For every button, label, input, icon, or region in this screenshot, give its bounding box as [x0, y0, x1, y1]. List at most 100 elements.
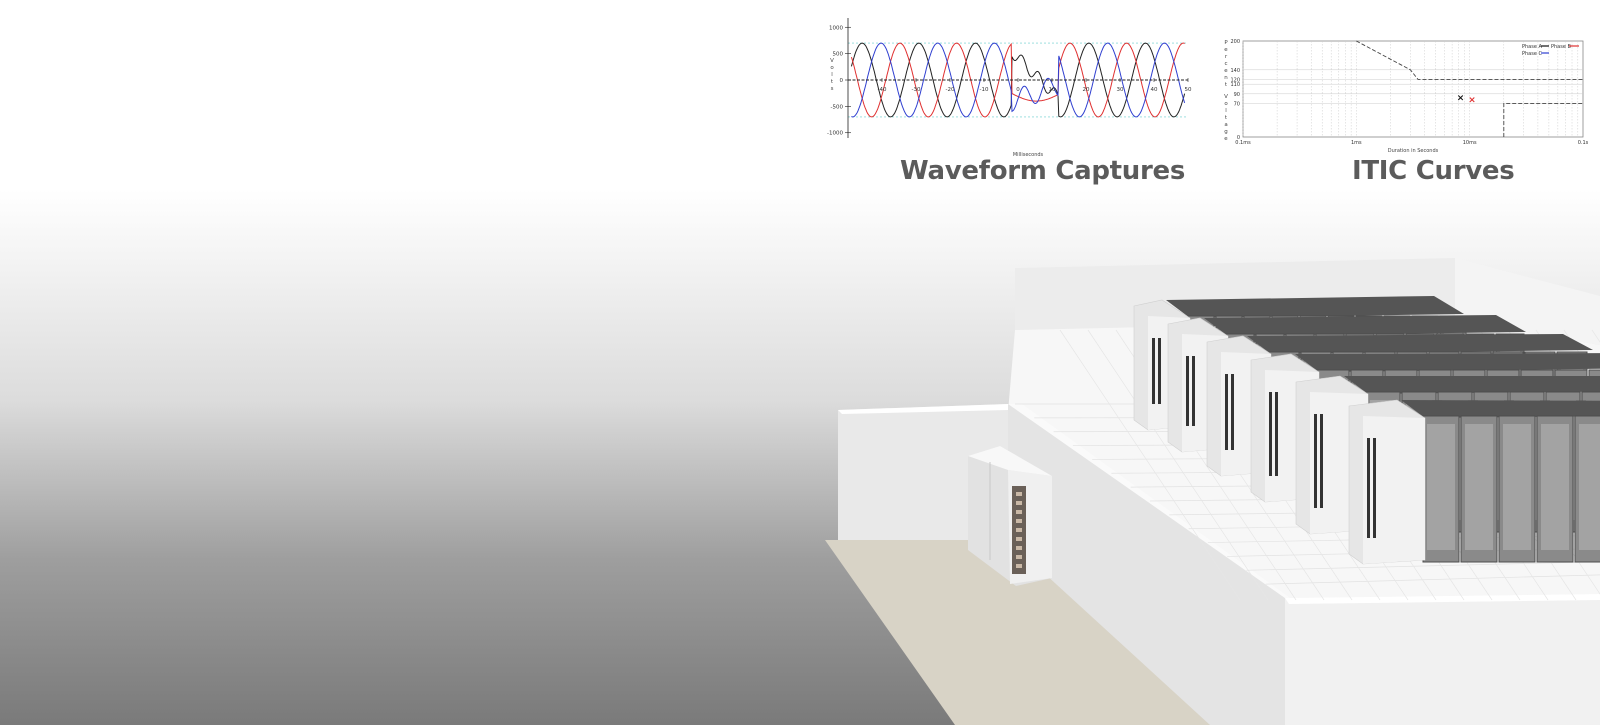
itic-xtick-label: 0.1s	[1578, 140, 1589, 146]
rack-endcap-slot	[1367, 438, 1370, 538]
waveform-captures-title: Waveform Captures	[900, 156, 1186, 186]
itic-xtick-label: 10ms	[1463, 140, 1477, 146]
waveform-xtick-label: 30	[1117, 87, 1124, 93]
rack-row-top	[1344, 376, 1600, 394]
cabinet-indicator	[1016, 492, 1022, 496]
rack-row-top	[1247, 334, 1593, 354]
waveform-xlabel: Milliseconds	[1013, 152, 1044, 158]
itic-ylabel-char: e	[1224, 47, 1228, 53]
rack-endcap-slot	[1373, 438, 1376, 538]
rack-endcap-slot	[1152, 338, 1155, 404]
floor-tile-line	[1265, 574, 1600, 585]
itic-ytick-label: 200	[1230, 39, 1240, 45]
rack-endcap-slot	[1158, 338, 1161, 404]
waveform-series-line	[850, 42, 1186, 118]
itic-curves	[1356, 40, 1583, 137]
waveform-ylabel-char: s	[831, 86, 834, 92]
cabinet-indicator	[1016, 528, 1022, 532]
left-low-wall	[838, 404, 1010, 540]
waveform-series	[850, 42, 1186, 118]
cabinet-indicator	[1016, 537, 1022, 541]
rack-endcap-slot	[1269, 392, 1272, 476]
itic-ylabel-char: e	[1224, 68, 1228, 74]
cabinet-indicator	[1016, 564, 1022, 568]
waveform-ytick-label: 500	[833, 52, 844, 58]
rack-endcap-slot	[1275, 392, 1278, 476]
waveform-series-line	[851, 42, 1186, 118]
itic-upper-curve	[1356, 40, 1583, 80]
itic-xtick-label: 1ms	[1351, 140, 1362, 146]
itic-ylabel-char: t	[1225, 82, 1228, 88]
waveform-ylabel-char: o	[830, 65, 834, 71]
rack-row-top	[1295, 353, 1600, 372]
waveform-xtick-label: -30	[912, 87, 921, 93]
rack-endcap-slot	[1192, 356, 1195, 426]
itic-curves-title: ITIC Curves	[1352, 156, 1515, 186]
itic-xtick-label: 0.1ms	[1235, 140, 1251, 146]
itic-ytick-label: 70	[1234, 101, 1240, 107]
itic-ylabel-char: l	[1225, 108, 1227, 114]
itic-ylabel-char: c	[1224, 61, 1227, 67]
itic-ylabel-char: g	[1224, 129, 1228, 135]
rack-endcap-slot	[1314, 414, 1317, 508]
waveform-ylabel-char: V	[830, 58, 834, 64]
itic-point-marker: ×	[1457, 94, 1465, 104]
itic-ylabel-char: P	[1224, 40, 1228, 46]
rack-row-top	[1204, 315, 1526, 336]
waveform-xtick-label: 40	[1151, 87, 1158, 93]
itic-points: ××	[1457, 94, 1476, 106]
itic-xlabel: Duration in Seconds	[1388, 148, 1439, 154]
itic-ytick-label: 0	[1237, 135, 1240, 141]
rack-door-panel	[1427, 424, 1455, 550]
waveform-xtick-label: 0	[1016, 87, 1020, 93]
waveform-xtick-label: 10	[1049, 87, 1056, 93]
legend-phase-b: Phase B	[1551, 44, 1572, 50]
itic-lower-curve	[1503, 102, 1583, 137]
itic-ylabel-char: n	[1224, 75, 1228, 81]
rack-door-panel	[1503, 424, 1531, 550]
partition-wall	[1008, 404, 1285, 725]
legend-phase-a: Phase A	[1522, 44, 1543, 50]
itic-ylabel-char: e	[1224, 136, 1228, 142]
itic-ytick-label: 90	[1234, 92, 1240, 98]
itic-ylabel-char: t	[1225, 115, 1228, 121]
rack-door-panel	[1541, 424, 1569, 550]
legend-phase-c: Phase C	[1522, 51, 1543, 57]
itic-ytick-label: 120	[1230, 77, 1240, 83]
rack-endcap-slot	[1231, 374, 1234, 450]
rack-endcap-slot	[1186, 356, 1189, 426]
rack-door-panel	[1465, 424, 1493, 550]
waveform-series-line	[850, 42, 1185, 118]
floor-tile-line	[1246, 561, 1600, 571]
waveform-xtick-label: -20	[946, 87, 955, 93]
power-monitor-cabinet	[968, 446, 1052, 586]
cabinet-indicator	[1016, 555, 1022, 559]
itic-legend: Phase A Phase B Phase C	[1522, 44, 1579, 57]
rack-endcap-slot	[1225, 374, 1228, 450]
rack-door-panel	[1579, 424, 1600, 550]
waveform-xtick-label: -10	[980, 87, 989, 93]
rack-row-top	[1401, 400, 1600, 418]
itic-ylabel-char: o	[1224, 101, 1228, 107]
waveform-xtick-label: -40	[878, 87, 887, 93]
waveform-ytick-label: 0	[840, 78, 844, 84]
cabinet-indicator	[1016, 546, 1022, 550]
waveform-ytick-label: 1000	[829, 25, 843, 31]
itic-point-marker: ×	[1468, 96, 1476, 106]
waveform-ytick-label: -500	[831, 104, 844, 110]
cabinet-indicator	[1016, 519, 1022, 523]
itic-ylabel-char: a	[1224, 122, 1227, 128]
waveform-ylabel-char: l	[831, 72, 833, 78]
waveform-ylabel-char: t	[831, 79, 834, 85]
itic-ytick-label: 140	[1230, 68, 1240, 74]
waveform-xtick-label: 50	[1185, 87, 1192, 93]
server-racks	[1133, 296, 1600, 565]
floor-tile-line	[1087, 329, 1269, 601]
itic-ytick-label: 110	[1230, 82, 1240, 88]
rack-endcap-slot	[1320, 414, 1323, 508]
